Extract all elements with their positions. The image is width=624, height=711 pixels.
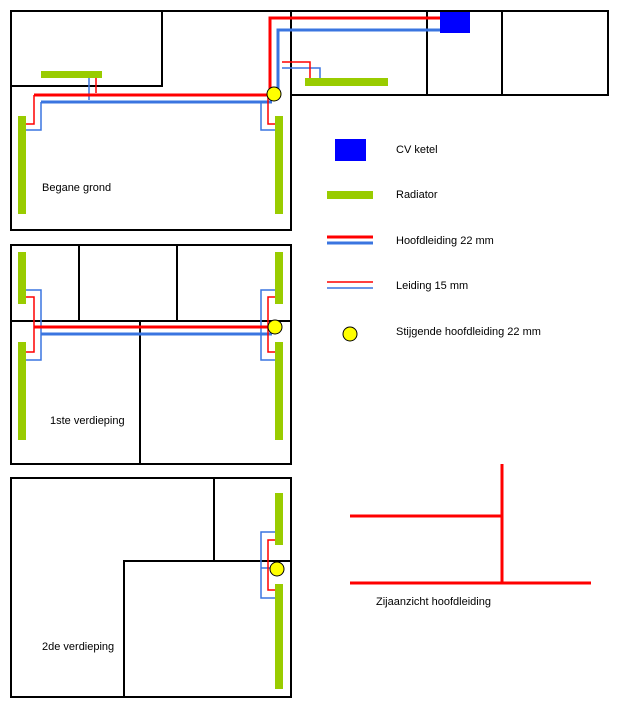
side-view-pipes <box>350 464 591 585</box>
legend-radiator-label: Radiator <box>396 189 438 201</box>
ground-floor-walls <box>10 10 609 231</box>
riser-icon <box>266 86 282 102</box>
ground-floor-plan: Begane grond <box>10 10 609 231</box>
ground-floor-supply-pipes <box>26 16 445 125</box>
legend: CV ketel Radiator Hoofdleiding 22 mm Lei… <box>327 139 541 342</box>
radiator <box>275 584 283 689</box>
radiator <box>18 116 26 214</box>
radiator <box>275 342 283 440</box>
ground-floor-return-pipes <box>26 28 445 131</box>
second-floor-label: 2de verdieping <box>42 641 114 653</box>
first-floor-return-pipes <box>26 289 276 361</box>
riser-icon <box>269 561 285 577</box>
riser-icon <box>342 326 358 342</box>
first-floor-supply-pipes <box>26 296 276 353</box>
ground-floor-radiators <box>18 71 388 214</box>
side-view: Zijaanzicht hoofdleiding <box>350 464 591 608</box>
legend-riser-label: Stijgende hoofdleiding 22 mm <box>396 326 541 338</box>
radiator <box>18 252 26 304</box>
radiator <box>275 116 283 214</box>
legend-pipe-label: Leiding 15 mm <box>396 280 468 292</box>
second-floor-plan: 2de verdieping <box>10 477 292 698</box>
first-floor-walls <box>10 244 292 465</box>
boiler-icon <box>440 12 470 33</box>
second-floor-walls <box>10 477 292 698</box>
second-floor-supply-pipes <box>267 539 276 591</box>
first-floor-radiators <box>18 252 283 440</box>
ground-floor-label: Begane grond <box>42 182 111 194</box>
boiler-icon <box>335 139 366 161</box>
radiator <box>305 78 388 86</box>
first-floor-plan: 1ste verdieping <box>10 244 292 465</box>
second-floor-radiators <box>275 493 283 689</box>
radiator <box>275 493 283 545</box>
legend-boiler-label: CV ketel <box>396 144 438 156</box>
radiator-icon <box>327 191 373 199</box>
riser-icon <box>267 319 283 335</box>
radiator <box>41 71 102 78</box>
pipe-icon <box>327 281 373 289</box>
radiator <box>18 342 26 440</box>
legend-main-pipe-label: Hoofdleiding 22 mm <box>396 235 494 247</box>
first-floor-label: 1ste verdieping <box>50 415 125 427</box>
side-view-caption: Zijaanzicht hoofdleiding <box>376 596 491 608</box>
radiator <box>275 252 283 304</box>
main-pipe-icon <box>327 235 373 245</box>
